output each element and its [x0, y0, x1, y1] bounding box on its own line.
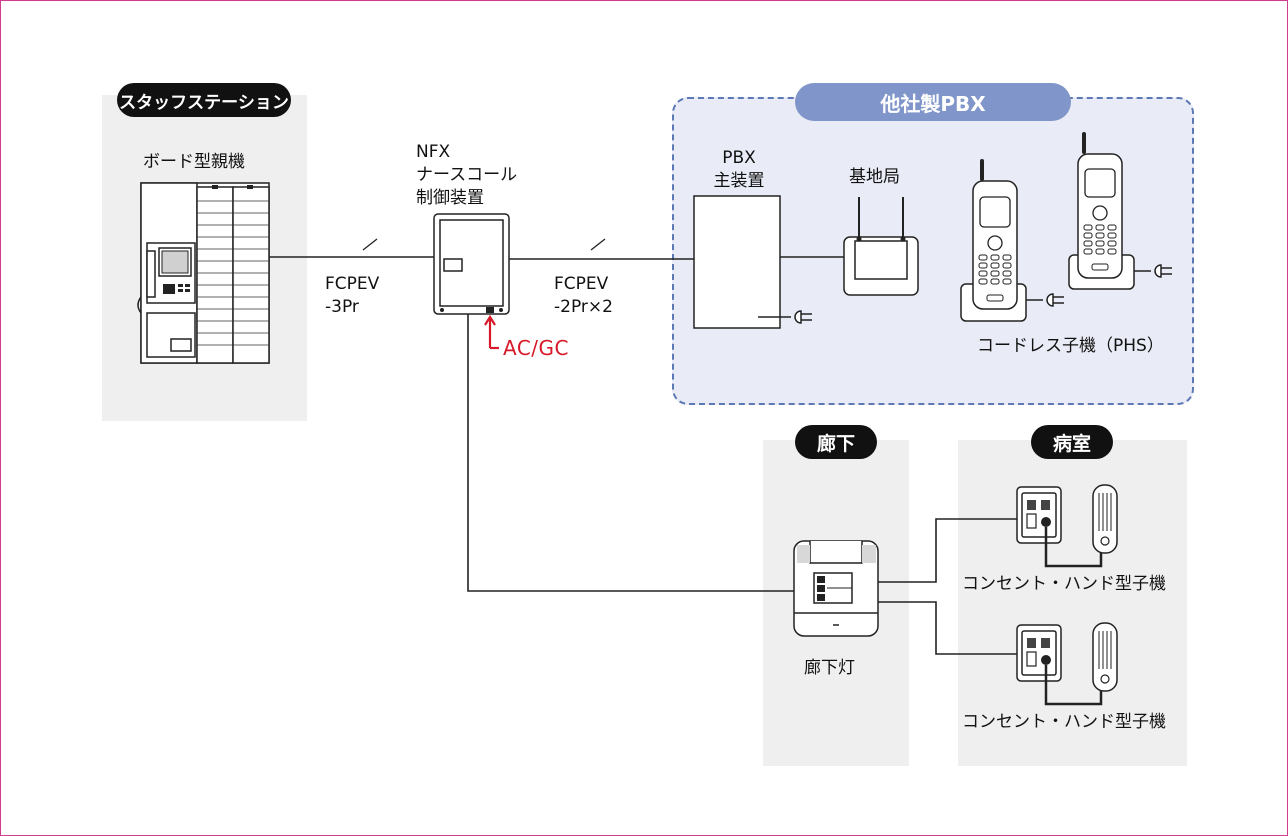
base-station-device — [843, 197, 919, 296]
outlet-handset-label-2: コンセント・ハンド型子機 — [962, 712, 1166, 732]
ac-gc-leader — [484, 314, 499, 350]
corridor-light-device — [793, 540, 879, 637]
cordless-handset-label: コードレス子機（PHS） — [977, 336, 1164, 356]
cable-2-label-line-1: FCPEV — [554, 274, 609, 294]
nfx-controller-label-line-2: ナースコール — [416, 165, 518, 185]
pbx-power-plug-icon — [783, 310, 812, 324]
patient-room-zone — [958, 440, 1187, 766]
cable-slash-marks — [362, 238, 606, 251]
outlet-handset-device-1 — [1016, 484, 1118, 568]
nfx-controller-label-line-3: 制御装置 — [416, 188, 484, 208]
cable-1-label-line-1: FCPEV — [325, 274, 380, 294]
cable-1-label-line-2: -3Pr — [325, 297, 359, 317]
handset-1-power-plug-icon — [1046, 293, 1064, 307]
corridor-header: 廊下 — [795, 425, 877, 459]
pbx-main-label: PBX 主装置 — [699, 147, 779, 193]
cable-1-label: FCPEV -3Pr — [325, 273, 379, 319]
pbx-main-label-line-1: PBX — [722, 148, 756, 168]
nfx-controller-label: NFX ナースコール 制御装置 — [416, 141, 517, 210]
outlet-handset-device-2 — [1016, 622, 1118, 706]
outlet-handset-label-1: コンセント・ハンド型子機 — [962, 574, 1166, 594]
board-master-device — [137, 182, 270, 364]
pbx-main-label-line-2: 主装置 — [713, 171, 765, 191]
pbx-group-header: 他社製PBX — [795, 83, 1071, 121]
corridor-light-label: 廊下灯 — [804, 658, 855, 678]
nfx-controller-label-line-1: NFX — [416, 142, 451, 162]
cordless-handset-device-1 — [960, 159, 1043, 322]
nfx-controller-device — [433, 213, 510, 315]
cable-2-label-line-2: -2Pr×2 — [554, 297, 613, 317]
cable-lines — [268, 256, 1017, 655]
cable-2-label: FCPEV -2Pr×2 — [554, 273, 613, 319]
staff-station-header: スタッフステーション — [117, 83, 291, 117]
power-ac-gc-label: AC/GC — [503, 336, 569, 360]
board-master-label: ボード型親機 — [143, 152, 245, 172]
pbx-main-device — [693, 195, 783, 329]
cordless-handset-device-2 — [1068, 132, 1151, 290]
handset-2-power-plug-icon — [1154, 264, 1172, 278]
base-station-label: 基地局 — [849, 167, 900, 187]
patient-room-header: 病室 — [1031, 425, 1113, 459]
